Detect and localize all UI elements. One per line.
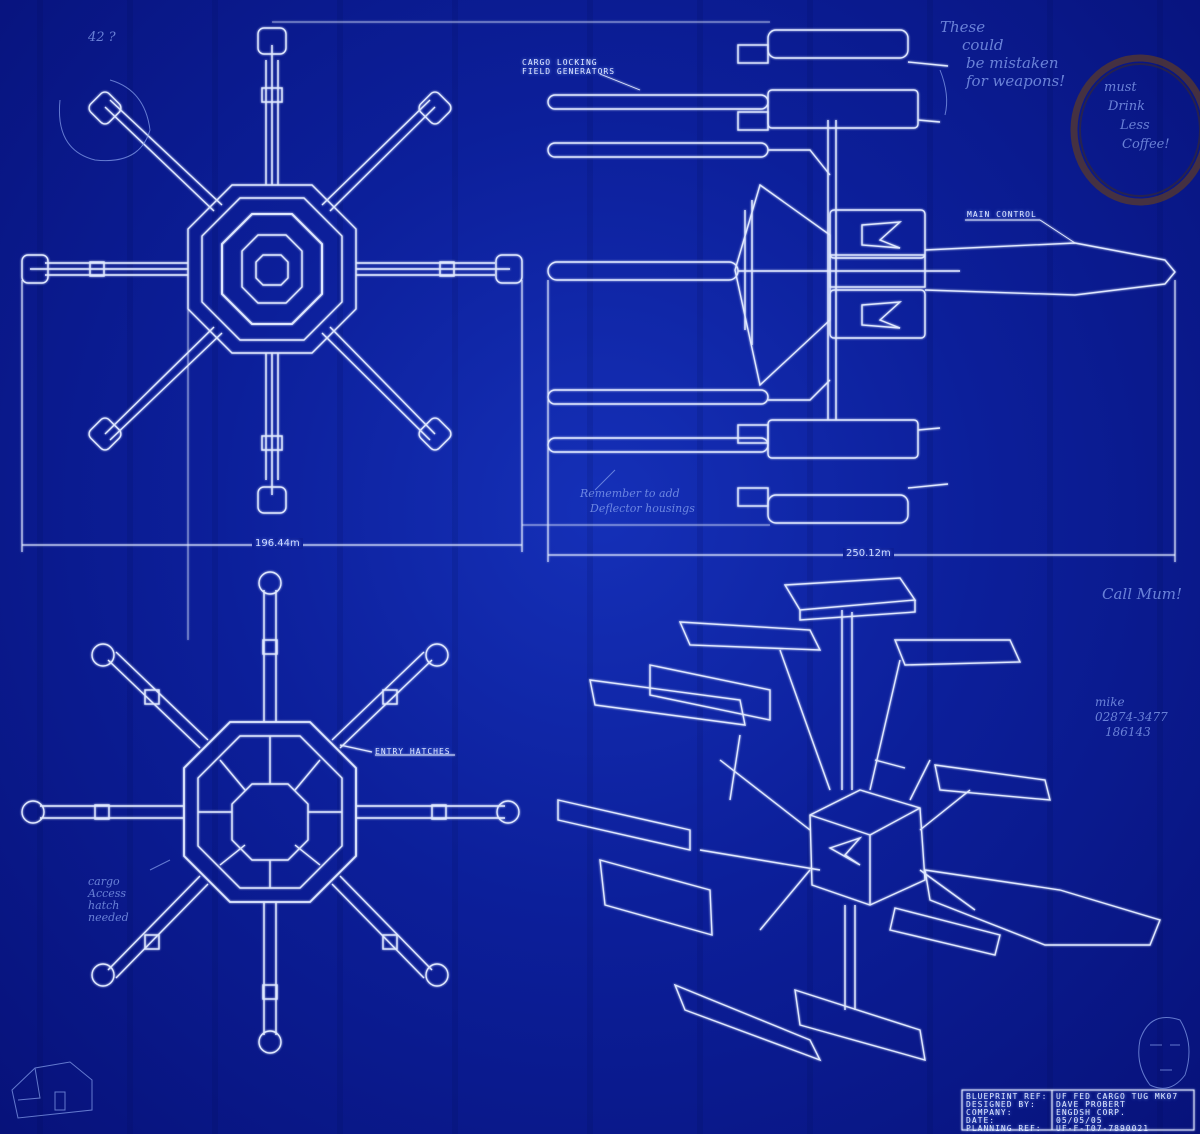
note-line: be mistaken: [966, 54, 1059, 72]
note-question: 42 ?: [88, 30, 116, 45]
face-doodle-icon: [1138, 1017, 1190, 1089]
bottom-view-drawing: [21, 571, 520, 1054]
note-deflector: Remember to add Deflector housings: [580, 486, 695, 516]
title-block-frame: [961, 1089, 1195, 1131]
note-line: 02874-3477: [1095, 710, 1168, 724]
label-line: FIELD GENERATORS: [522, 67, 616, 76]
note-line: hatch: [88, 899, 120, 912]
note-cargo-hatch: cargo Access hatch needed: [88, 876, 129, 924]
title-block-value: DAVE PROBERT: [1056, 1100, 1126, 1109]
title-block-key: COMPANY:: [966, 1108, 1013, 1117]
leader-lines: [375, 73, 1076, 756]
title-block-value: UF FED CARGO TUG MK07: [1056, 1092, 1179, 1101]
house-doodle-icon: [11, 1061, 93, 1119]
note-weapons: These could be mistaken for weapons!: [940, 18, 1065, 90]
label-entry-hatches: ENTRY HATCHES: [375, 747, 451, 756]
note-line: Access: [88, 887, 127, 900]
title-block-key: PLANNING REF:: [966, 1124, 1042, 1133]
title-block-value: ENGDSH CORP.: [1056, 1108, 1126, 1117]
title-block-value: 05/05/05: [1056, 1116, 1103, 1125]
label-cargo-locking: CARGO LOCKING FIELD GENERATORS: [522, 58, 615, 76]
dimension-line-width: [21, 21, 770, 640]
note-line: 186143: [1105, 725, 1151, 739]
note-line: for weapons!: [966, 72, 1066, 90]
coffee-stain-icon: [1070, 54, 1200, 206]
title-block-key: DESIGNED BY:: [966, 1100, 1036, 1109]
note-line: cargo: [88, 875, 120, 888]
dimension-length-label: 250.12m: [843, 548, 894, 559]
note-line: Drink: [1108, 99, 1146, 114]
note-line: These: [940, 18, 986, 36]
title-block-key: BLUEPRINT REF:: [966, 1092, 1048, 1101]
isometric-view-drawing: [557, 577, 1161, 1062]
side-view-drawing: [547, 29, 1176, 524]
title-block-key: DATE:: [966, 1116, 996, 1125]
note-mike: mike 02874-3477 186143: [1095, 695, 1168, 740]
note-call-mum: Call Mum!: [1102, 585, 1183, 603]
note-line: Coffee!: [1122, 137, 1170, 152]
top-view-drawing: [21, 27, 523, 514]
title-block-value: UF-F-T07-7890021: [1056, 1124, 1150, 1133]
label-line: CARGO LOCKING: [522, 58, 598, 67]
note-line: mike: [1095, 695, 1125, 709]
note-line: needed: [88, 911, 129, 924]
dimension-width-label: 196.44m: [252, 538, 303, 549]
note-line: Deflector housings: [590, 502, 695, 515]
note-line: must: [1104, 80, 1137, 95]
label-main-control: MAIN CONTROL: [967, 210, 1037, 219]
note-line: Less: [1120, 118, 1150, 133]
pencil-sketches: [11, 69, 1190, 1119]
note-coffee: must Drink Less Coffee!: [1104, 78, 1170, 154]
note-line: could: [962, 36, 1004, 54]
paper-streaks: [37, 0, 1163, 1134]
note-line: Remember to add: [580, 487, 680, 500]
